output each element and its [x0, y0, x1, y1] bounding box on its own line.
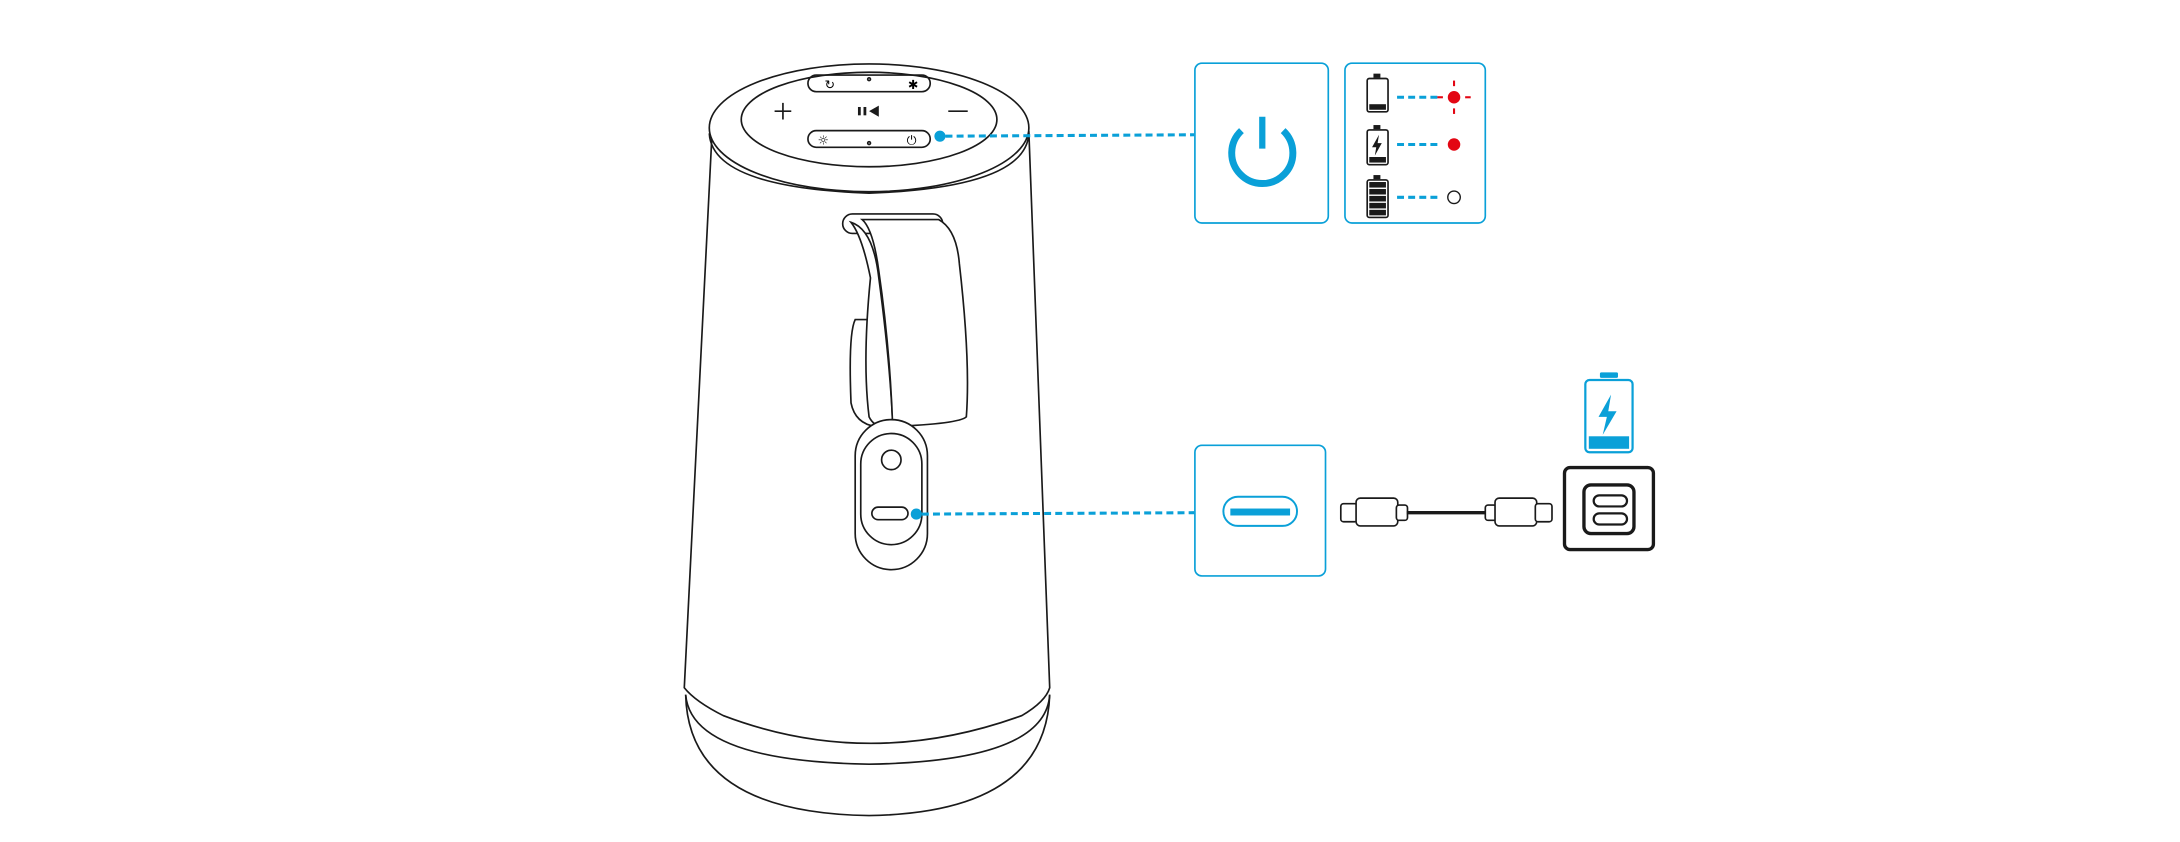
usb-port-marker [910, 508, 922, 520]
port-housing [854, 418, 929, 571]
usb-c-cable-icon [1339, 497, 1553, 527]
power-button-icon[interactable]: ⏻ [907, 133, 917, 148]
led-blinking-red-icon [1437, 80, 1471, 114]
power-callout-line [945, 133, 1195, 138]
battery-full-icon [1366, 175, 1389, 219]
usb-c-port [871, 506, 909, 521]
power-icon [1228, 116, 1297, 187]
play-pause-icon[interactable] [857, 105, 879, 117]
usb-callout-line [921, 511, 1195, 516]
charging-battery-icon [1584, 372, 1634, 454]
speaker: ↻ ✱ ☼ ⏻ [683, 63, 1051, 817]
volume-up-icon[interactable] [774, 102, 792, 120]
usb-c-wall-adapter-icon [1562, 465, 1656, 552]
battery-low-icon [1366, 73, 1389, 113]
led-off-icon [1447, 190, 1461, 205]
power-callout-box [1194, 62, 1330, 224]
battery-indicator-box [1344, 62, 1487, 224]
power-button-marker [934, 130, 946, 142]
bluetooth-icon[interactable]: ✱ [908, 77, 918, 92]
usb-callout-box [1194, 444, 1327, 577]
battery-charging-icon [1366, 125, 1389, 166]
usb-c-port-icon [1222, 495, 1298, 527]
led-solid-red-icon [1447, 138, 1461, 151]
light-icon[interactable]: ☼ [818, 133, 829, 148]
control-panel: ↻ ✱ ☼ ⏻ [774, 74, 968, 149]
strap [841, 213, 969, 428]
multipoint-icon[interactable]: ↻ [825, 77, 835, 92]
